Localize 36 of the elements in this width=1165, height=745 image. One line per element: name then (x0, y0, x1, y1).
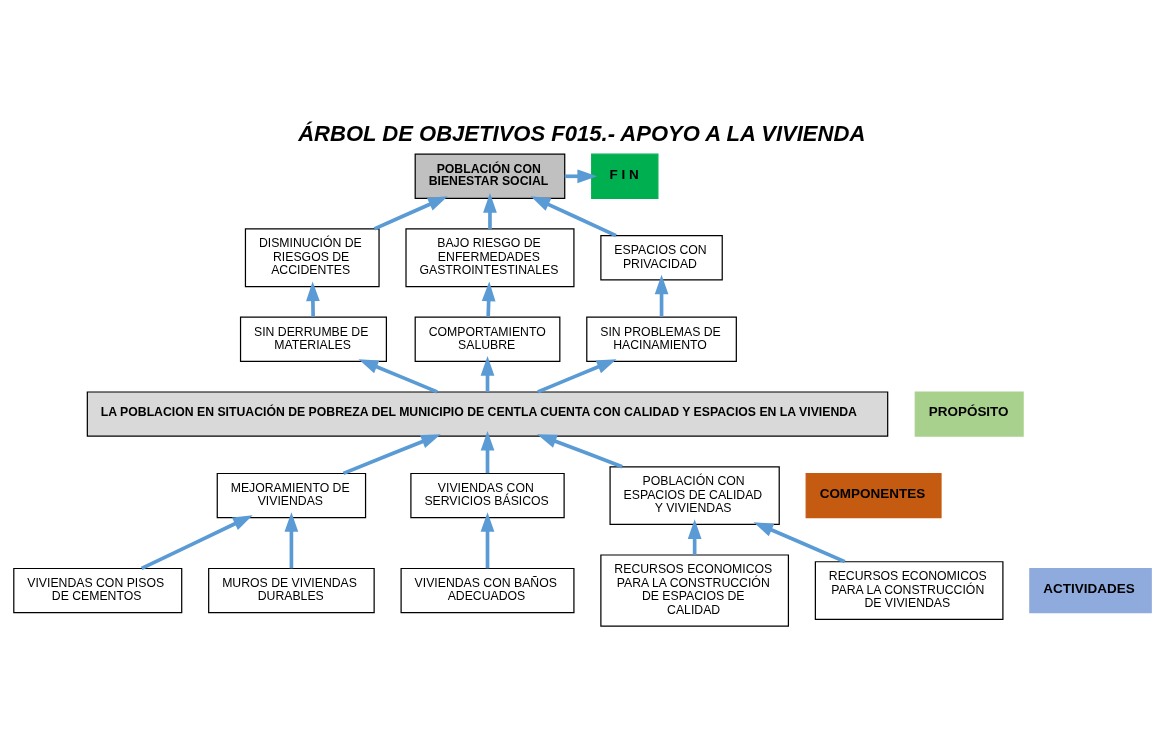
node-box: BAJO RIESGO DE ENFERMEDADES GASTROINTESTINALES (405, 227, 575, 287)
node-box: VIVIENDAS CON BAÑOS ADECUADOS (400, 567, 575, 613)
node-box: POBLACIÓN CON ESPACIOS DE CALIDAD Y VIVIENDAS (609, 465, 780, 525)
node-box: ESPACIOS CON PRIVACIDAD (600, 234, 723, 280)
arrow (284, 511, 299, 568)
node-box: SIN DERRUMBE DE MATERIALES (239, 316, 387, 362)
node-box: COMPONENTES (805, 472, 942, 518)
arrow (373, 195, 448, 231)
arrow (483, 192, 497, 229)
node-box: MEJORAMIENTO DE VIVIENDAS (216, 472, 367, 518)
arrow (342, 433, 441, 475)
node-box: VIVIENDAS CON PISOS DE CEMENTOS (13, 567, 183, 613)
arrow (537, 358, 617, 394)
diagram-title: ÁRBOL DE OBJETIVOS F015.- APOYO A LA VIVIENDA (298, 120, 866, 146)
arrow (358, 358, 438, 394)
node-box: LA POBLACION EN SITUACIÓN DE POBREZA DEL MUNICIPIO DE CENTLA CUENTA CON CALIDAD Y ESPACIOS EN LA VIVIENDA (86, 390, 889, 437)
node-box: RECURSOS ECONOMICOS PARA LA CONSTRUCCIÓN DE VIVIENDAS (814, 560, 1004, 620)
arrow (530, 195, 617, 237)
arrow (306, 281, 320, 317)
node-box: F I N (591, 153, 659, 199)
node-box: PROPÓSITO (914, 390, 1024, 437)
node-box: DISMINUCIÓN DE RIESGOS DE ACCIDENTES (244, 227, 380, 287)
arrow (537, 433, 623, 468)
arrow (140, 514, 253, 570)
node-box: ACTIVIDADES (1029, 567, 1152, 613)
arrow (480, 430, 495, 473)
arrow (564, 168, 598, 183)
arrow (753, 521, 846, 563)
node-box: COMPORTAMIENTO SALUBRE (414, 316, 561, 362)
node-box: VIVIENDAS CON SERVICIOS BÁSICOS (410, 472, 565, 518)
node-box: POBLACIÓN CON BIENESTAR SOCIAL (414, 153, 566, 199)
node-box: MUROS DE VIVIENDAS DURABLES (208, 567, 375, 613)
arrow (654, 274, 669, 317)
node-box: SIN PROBLEMAS DE HACINAMIENTO (586, 316, 737, 362)
node-box: RECURSOS ECONOMICOS PARA LA CONSTRUCCIÓN DE ESPACIOS DE CALIDAD (600, 553, 790, 627)
arrow (480, 511, 495, 568)
